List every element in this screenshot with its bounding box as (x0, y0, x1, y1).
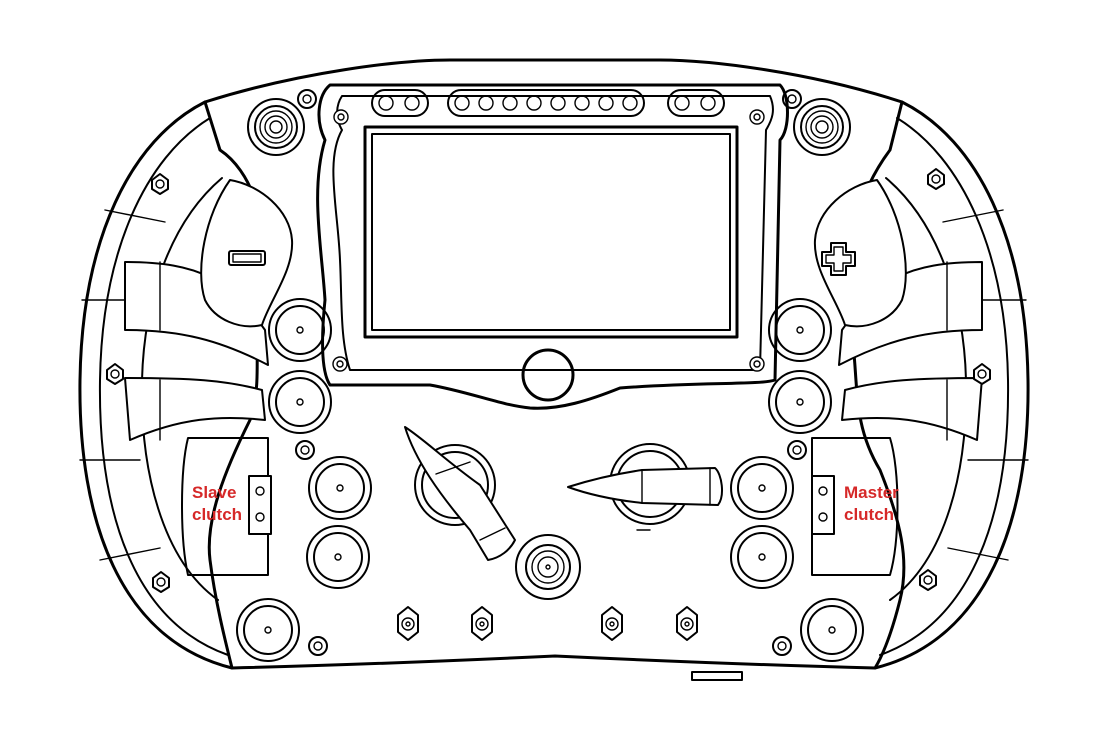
minus-icon (228, 250, 266, 266)
right-spokes (813, 179, 983, 441)
display-housing (316, 83, 789, 410)
bottom-toggles (397, 606, 698, 641)
toggle-1 (397, 606, 419, 641)
button-left-3 (308, 456, 372, 520)
left-rotary-switch (404, 426, 516, 561)
toggle-4 (676, 606, 698, 641)
shift-led-bar (371, 89, 725, 117)
top-left-knob (247, 98, 305, 156)
slave-clutch-label: Slave clutch (192, 483, 243, 524)
toggle-3 (601, 606, 623, 641)
master-clutch-label: Master clutch (844, 483, 899, 524)
display-screws (332, 109, 765, 372)
toggle-2 (471, 606, 493, 641)
button-left-4 (306, 525, 370, 589)
faceplate (203, 58, 906, 670)
center-button (521, 348, 575, 402)
slave-clutch-pocket (181, 437, 272, 576)
master-clutch-pocket (811, 437, 899, 576)
button-right-5 (800, 598, 864, 662)
plate-screws (295, 89, 807, 656)
button-left-5 (236, 598, 300, 662)
button-right-3 (730, 456, 794, 520)
button-right-1 (768, 298, 832, 362)
grip-hex-nuts (106, 168, 991, 593)
left-spokes (124, 179, 294, 441)
button-left-2 (268, 370, 332, 434)
bottom-connector (691, 671, 743, 681)
plus-icon (821, 242, 856, 276)
push-buttons (236, 298, 864, 662)
button-left-1 (268, 298, 332, 362)
right-rotary-switch (567, 443, 723, 531)
top-right-knob (793, 98, 851, 156)
center-joystick (515, 534, 581, 600)
button-right-2 (768, 370, 832, 434)
button-right-4 (730, 525, 794, 589)
